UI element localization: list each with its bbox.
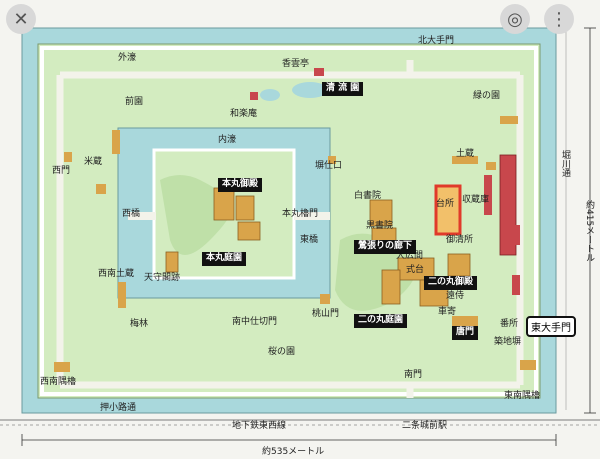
label-tenshukaku: 天守閣跡 bbox=[144, 273, 181, 283]
label-zenen: 前園 bbox=[125, 97, 144, 107]
label-higashi-otemon[interactable]: 東大手門 bbox=[526, 316, 576, 337]
label-gojyosho: 御清所 bbox=[446, 235, 474, 245]
label-daidokoro: 台所 bbox=[436, 199, 455, 209]
label-dozo: 土蔵 bbox=[456, 149, 475, 159]
label-shikidai: 式台 bbox=[406, 265, 425, 275]
label-wagakuan: 和楽庵 bbox=[230, 109, 258, 119]
label-komegura: 米蔵 bbox=[84, 157, 103, 167]
label-higashibashi: 東橋 bbox=[300, 235, 319, 245]
label-seinan-dozo: 西南土蔵 bbox=[98, 269, 135, 279]
label-honmaru-teien: 本丸庭園 bbox=[202, 252, 247, 266]
label-nishimon: 西門 bbox=[52, 166, 71, 176]
label-honmaru-goten: 本丸御殿 bbox=[218, 178, 263, 192]
label-seiryutei: 清 流 園 bbox=[322, 82, 364, 96]
label-shuzoko: 収蔵庫 bbox=[462, 195, 490, 205]
label-momoyama: 桃山門 bbox=[312, 309, 340, 319]
label-uchibori: 内濠 bbox=[218, 135, 237, 145]
label-chikatetsu: 地下鉄東西線 bbox=[232, 421, 287, 431]
label-bansho: 番所 bbox=[500, 319, 519, 329]
label-ninomaru-teien: 二の丸庭園 bbox=[354, 314, 408, 328]
label-nishibashi: 西橋 bbox=[122, 209, 141, 219]
label-horikawa: 堀川通 bbox=[560, 150, 570, 177]
close-icon[interactable]: ✕ bbox=[6, 4, 36, 34]
label-nijyo-station: 二条城前駅 bbox=[402, 421, 448, 431]
label-kurosyoin: 黒書院 bbox=[366, 221, 394, 231]
label-oshikoji: 押小路通 bbox=[100, 403, 137, 413]
label-tonan-sumiyagura: 東南隅櫓 bbox=[504, 391, 541, 401]
label-honmaru-yaguramon: 本丸櫓門 bbox=[282, 209, 319, 219]
label-width: 約535メートル bbox=[262, 447, 325, 457]
lens-icon[interactable]: ◎ bbox=[500, 4, 530, 34]
label-baibayashi: 梅林 bbox=[130, 319, 149, 329]
label-kojintei: 香雲亭 bbox=[282, 59, 310, 69]
label-minami-nakashikiri: 南中仕切門 bbox=[232, 317, 278, 327]
label-midorinoen: 緑の園 bbox=[473, 91, 501, 101]
label-sakuranosono: 桜の園 bbox=[268, 347, 296, 357]
label-ohiroma: 大広間 bbox=[396, 251, 424, 261]
label-sotobori: 外濠 bbox=[118, 53, 137, 63]
daidokoro-highlight bbox=[434, 184, 462, 236]
label-height: 約415メートル bbox=[584, 200, 594, 263]
more-icon[interactable]: ⋮ bbox=[544, 4, 574, 34]
label-minamimon: 南門 bbox=[404, 370, 423, 380]
label-tsuguchi: 塀仕口 bbox=[315, 161, 343, 171]
label-tozamurai: 遠侍 bbox=[446, 291, 465, 301]
label-ninomaru-goten: 二の丸御殿 bbox=[424, 276, 478, 290]
label-uguisubari: 鶯張りの廊下 bbox=[354, 240, 417, 254]
label-kurumayose: 車寄 bbox=[438, 307, 457, 317]
label-kitaotemon: 北大手門 bbox=[418, 36, 455, 46]
label-chikujibei: 築地塀 bbox=[494, 337, 522, 347]
label-seinan-sumiyagura: 西南隅櫓 bbox=[40, 377, 77, 387]
label-karamon: 唐門 bbox=[452, 326, 479, 340]
label-shoinmae: 白書院 bbox=[354, 191, 382, 201]
